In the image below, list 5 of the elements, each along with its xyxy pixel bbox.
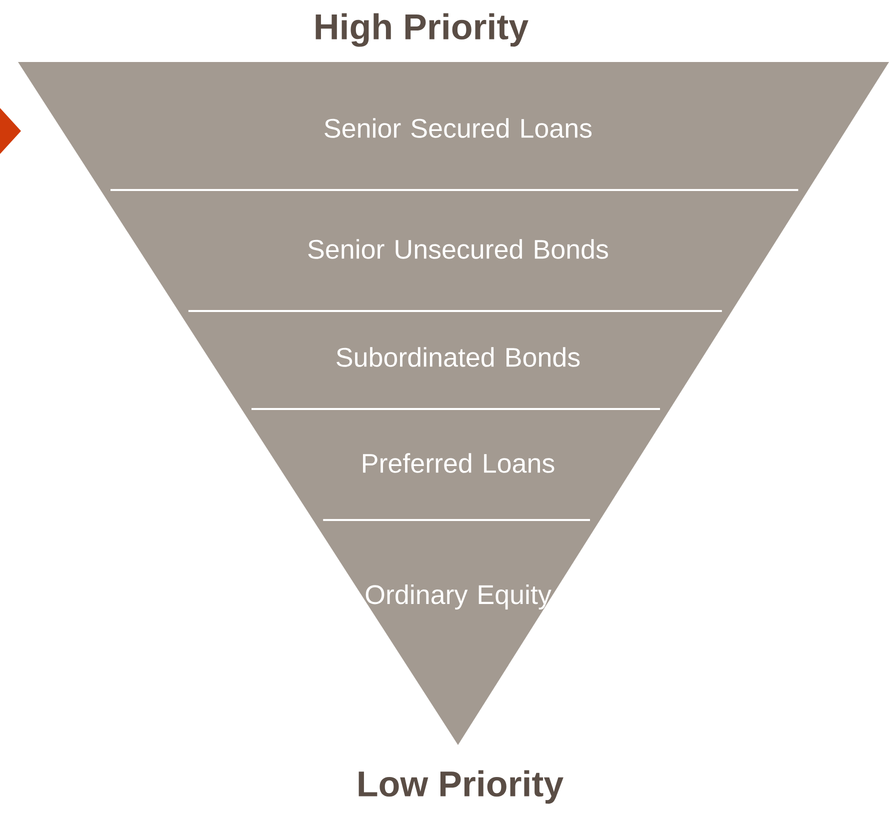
priority-band: Ordinary Equity xyxy=(313,520,600,745)
priority-band: Senior Unsecured Bonds xyxy=(100,190,808,311)
priority-band: Preferred Loans xyxy=(242,409,670,520)
priority-band: Subordinated Bonds xyxy=(178,311,732,409)
priority-band: Senior Secured Loans xyxy=(18,62,889,190)
